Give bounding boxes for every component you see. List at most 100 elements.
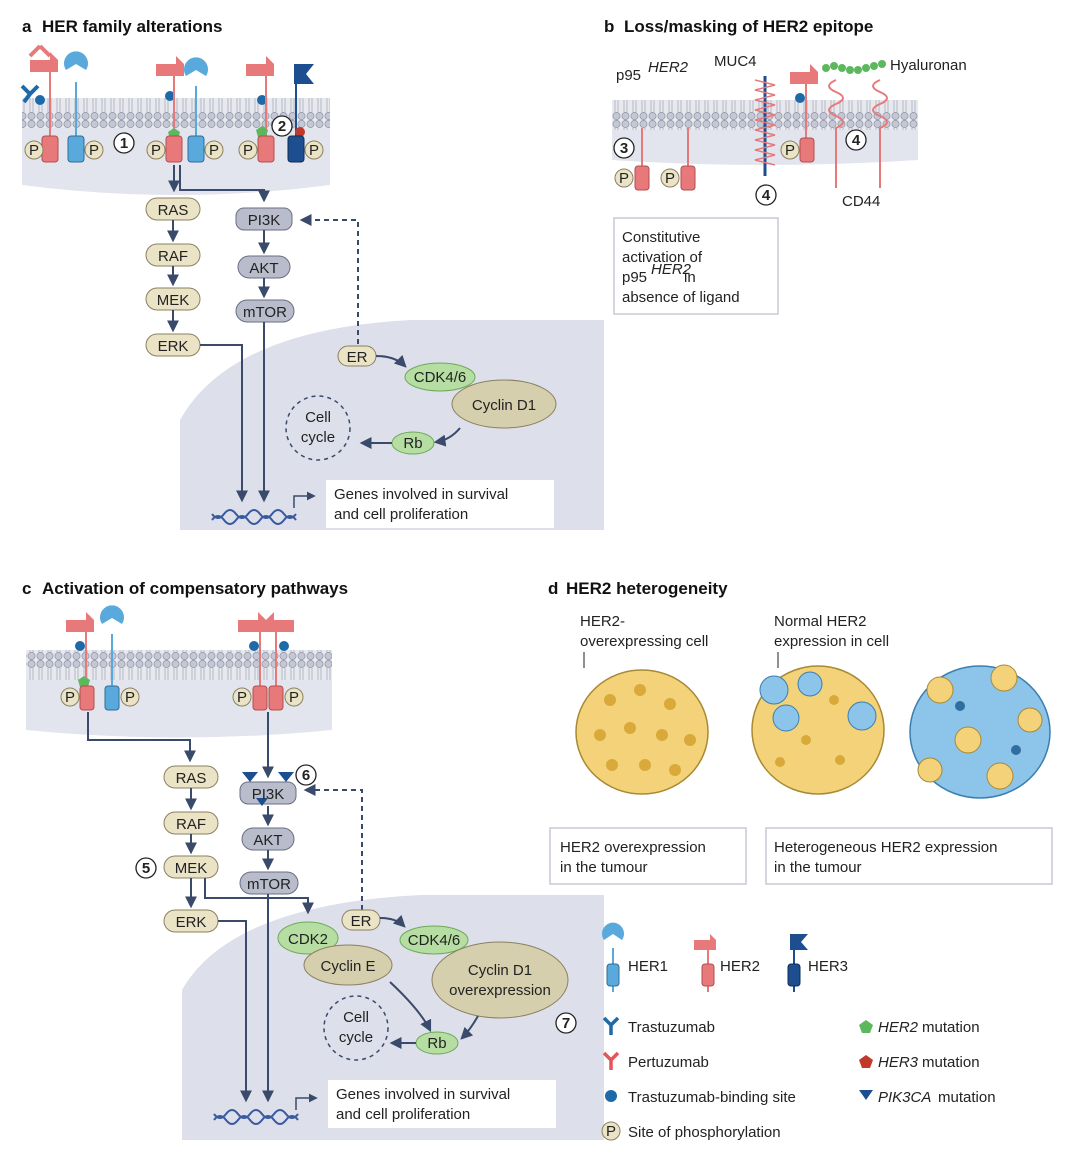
- legend-pik-mut-gene: PIK3CA: [878, 1089, 931, 1106]
- marker-1-label: 1: [120, 135, 128, 152]
- panel-d-title: HER2 heterogeneity: [566, 579, 728, 598]
- legend-her2-mut: mutation: [922, 1019, 980, 1036]
- binding-site-icon: [605, 1090, 617, 1102]
- legend-her2: HER2: [720, 958, 760, 975]
- dna-icon: [213, 1115, 299, 1125]
- legend-phospho-site: Site of phosphorylation: [628, 1124, 781, 1141]
- normal-expression-label: expression in cell: [774, 633, 889, 650]
- cdk2-node: [277, 921, 339, 955]
- tumour-mixed: [751, 665, 885, 795]
- trastuzumab-icon: [20, 84, 40, 104]
- cyclind1-overexpression-node: [431, 941, 569, 1019]
- phospho-label: P: [309, 142, 319, 159]
- phospho-label: P: [125, 689, 135, 706]
- legend: HER1 HER2 HER3 Trastuzumab Pertuzumab Tr…: [601, 922, 996, 1141]
- phospho-label: P: [785, 142, 795, 159]
- pathway-a: RAS RAF MEK ERK PI3K AKT mTOR ER: [145, 165, 557, 528]
- binding-site-icon: [249, 641, 259, 651]
- marker-2: [271, 115, 293, 137]
- heterogeneous-box-text: Heterogeneous HER2 expression: [774, 839, 997, 856]
- cd44-label: CD44: [842, 193, 880, 210]
- binding-site-icon: [75, 641, 85, 651]
- cyclind1-over-label: overexpression: [449, 982, 551, 999]
- marker-6-label: 6: [302, 767, 310, 784]
- pertuzumab-icon: [602, 1051, 620, 1070]
- her3-mutation-icon: [859, 1055, 873, 1068]
- cd44-icon: [828, 79, 844, 188]
- panel-b-title: Loss/masking of HER2 epitope: [624, 17, 873, 36]
- cyclind1-node: [451, 379, 557, 429]
- genes-label: Genes involved in survival: [336, 1086, 510, 1103]
- her2-head-icon: [790, 64, 818, 84]
- her2-head-icon: [30, 52, 58, 72]
- her3-mutation-icon: [295, 127, 305, 137]
- note-line: in: [684, 269, 696, 286]
- binding-site-icon: [257, 95, 267, 105]
- marker-1: [113, 132, 135, 154]
- cell-cycle-icon: [323, 995, 389, 1061]
- cdk2-label: CDK2: [288, 931, 328, 948]
- her2-mutation-icon: [256, 126, 268, 137]
- phospho-label: P: [619, 170, 629, 187]
- cyclind1-over-label: Cyclin D1: [468, 962, 532, 979]
- cycline-node: [303, 944, 393, 986]
- phospho-site-icon: [601, 1121, 621, 1141]
- normal-expression-label: Normal HER2: [774, 613, 867, 630]
- akt-label: AKT: [249, 260, 278, 277]
- marker-2-label: 2: [278, 118, 286, 135]
- cell-cycle-label: cycle: [339, 1029, 373, 1046]
- panel-c: c Activation of compensatory pathways P …: [22, 579, 604, 1140]
- cell-cycle-label: cycle: [301, 429, 335, 446]
- rb-label: Rb: [427, 1035, 446, 1052]
- her1-head-icon: [64, 51, 88, 70]
- homogeneous-box-text: in the tumour: [560, 859, 648, 876]
- phospho-label: P: [29, 142, 39, 159]
- her2-head-icon: [66, 612, 94, 632]
- phospho-label: P: [209, 142, 219, 159]
- phospho-label: P: [243, 142, 253, 159]
- receptor-mutant-pair: P P P 2 P: [146, 56, 324, 163]
- trastuzumab-icon: [602, 1016, 620, 1035]
- cell-cycle-label: Cell: [343, 1009, 369, 1026]
- marker-4-label: 4: [762, 187, 771, 204]
- binding-site-icon: [165, 91, 175, 101]
- phospho-label: P: [665, 170, 675, 187]
- marker-4b: [845, 129, 867, 151]
- mtor-label: mTOR: [243, 304, 287, 321]
- homogeneous-box-text: HER2 overexpression: [560, 839, 706, 856]
- legend-her3-mut-gene: HER3: [878, 1054, 919, 1071]
- legend-her2-mut-gene: HER2: [878, 1019, 919, 1036]
- marker-3-label: 3: [620, 140, 628, 157]
- panel-d-letter: d: [548, 579, 558, 598]
- panel-b-letter: b: [604, 17, 614, 36]
- marker-4-label: 4: [852, 132, 861, 149]
- cycline-label: Cyclin E: [320, 958, 375, 975]
- ras-label: RAS: [176, 770, 207, 787]
- erk-label: ERK: [176, 914, 207, 931]
- her2-icon: [694, 934, 716, 950]
- note-line: absence of ligand: [622, 289, 740, 306]
- panel-d: d HER2 heterogeneity HER2- overexpressin…: [548, 579, 1053, 885]
- homogeneous-box: [549, 827, 747, 885]
- tumour-heterogeneous: [909, 664, 1051, 799]
- pi3k-label: PI3K: [248, 212, 281, 229]
- panel-c-letter: c: [22, 579, 31, 598]
- phospho-label: P: [89, 142, 99, 159]
- her3-head-icon: [294, 64, 314, 84]
- pi3k-node: [239, 781, 297, 805]
- legend-pik-mut: mutation: [938, 1089, 996, 1106]
- her2-head-icon: [156, 56, 184, 76]
- hyaluronan-label: Hyaluronan: [890, 57, 967, 74]
- her2-mutation-icon: [859, 1020, 873, 1033]
- her3-icon: [790, 934, 808, 950]
- heterogeneous-box-text: in the tumour: [774, 859, 862, 876]
- mek-label: MEK: [157, 292, 190, 309]
- her2-head-icon: [238, 612, 266, 632]
- akt-label: AKT: [253, 832, 282, 849]
- overexpressing-label: overexpressing cell: [580, 633, 708, 650]
- p95-note-box: [613, 217, 779, 315]
- cdk46-node: [399, 925, 469, 955]
- legend-her3: HER3: [808, 958, 848, 975]
- p95-label: p95: [616, 67, 641, 84]
